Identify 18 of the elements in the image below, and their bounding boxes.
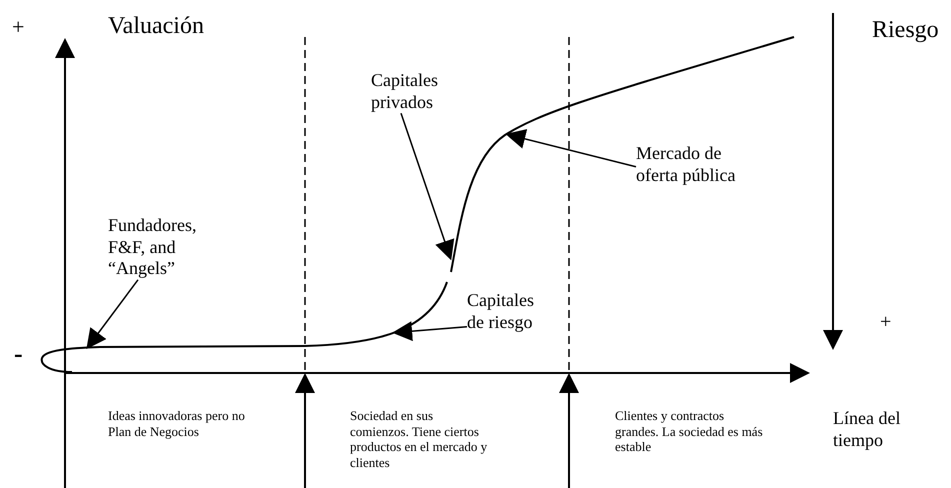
stage-description: Sociedad en sus comienzos. Tiene ciertos productos en el mercado y clientes [350,408,488,470]
plus-sign: + [880,310,892,334]
valuation-curve [40,36,795,373]
stage-description: Ideas innovadoras pero no Plan de Negocios [108,408,246,440]
stage-description: Clientes y contractos grandes. La sociedad es más estable [615,408,764,455]
callout-text: Fundadores, F&F, and “Angels” [108,215,228,280]
leader-arrow [400,112,454,260]
callout-text: Capitales privados [371,70,471,114]
leader-arrow [505,129,636,168]
leader-arrow [86,279,139,350]
minus-sign: - [14,338,23,370]
leader-arrow [392,321,468,342]
axis-title: Riesgo [872,16,939,45]
axis-title: Línea del tiempo [833,408,902,452]
plus-sign: + [12,14,24,40]
axis-title: Valuación [108,12,204,41]
callout-text: Capitales de riesgo [467,290,552,334]
callout-text: Mercado de oferta pública [636,143,736,186]
